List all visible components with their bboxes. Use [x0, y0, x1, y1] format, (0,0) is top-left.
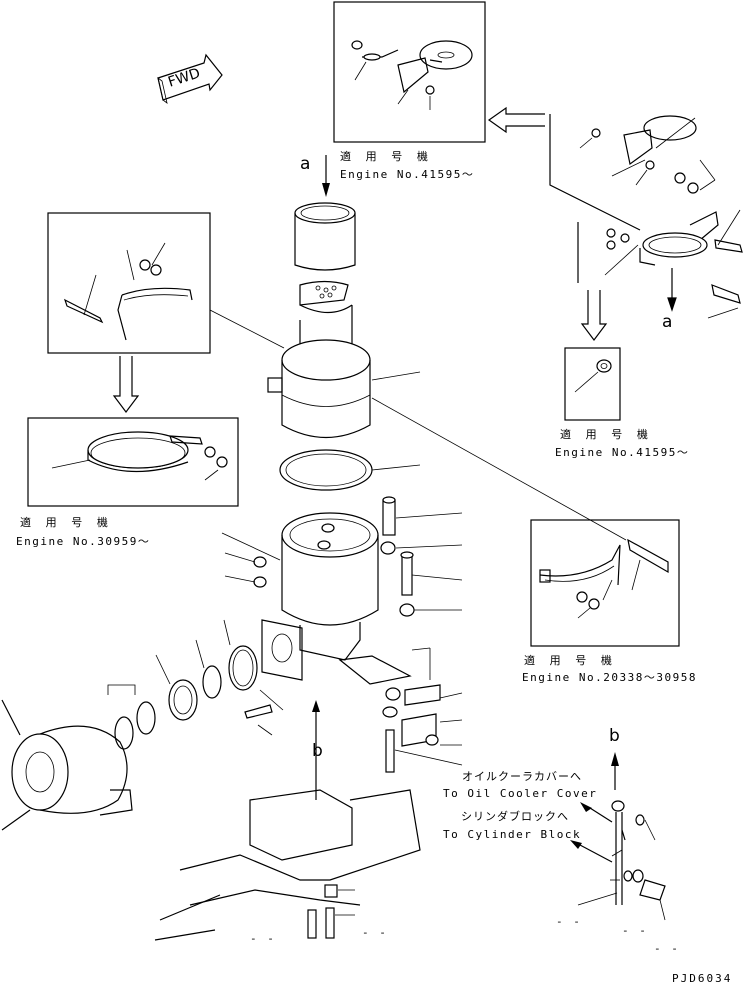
cleaner-top-cap	[267, 339, 421, 439]
applicable-label-top: 適 用 号 機	[340, 150, 432, 163]
bolt-set-right	[380, 496, 463, 617]
oil-cooler-label-jp: オイルクーラカバーへ	[462, 770, 582, 783]
turbocharger	[1, 699, 133, 831]
bolt-set-left	[221, 532, 281, 588]
engine-no-mid-right: Engine No.20338～30958	[522, 671, 697, 684]
inlet-couplings	[107, 619, 284, 750]
dash-mark-4: - -	[622, 924, 648, 937]
callout-a-top: a	[300, 154, 311, 174]
dash-mark-3: - -	[556, 915, 582, 928]
arrow-down-left	[112, 356, 140, 413]
engine-no-left: Engine No.30959～	[16, 535, 151, 548]
arrow-down-right	[580, 290, 608, 341]
gasket-ring	[279, 449, 421, 491]
callout-a-arrow	[322, 155, 330, 197]
applicable-label-mid-right: 適 用 号 機	[524, 654, 616, 667]
dash-mark-1: - -	[250, 932, 276, 945]
arrow-to-top-inset	[487, 106, 545, 134]
cylinder-block-label-en: To Cylinder Block	[443, 828, 582, 841]
cleaner-body	[261, 512, 412, 685]
inset-left-band	[47, 212, 211, 354]
inset-left-band-lower	[27, 417, 239, 507]
callout-a-right: a	[662, 312, 673, 332]
mount-parts	[382, 647, 463, 773]
callout-b-right: b	[609, 726, 620, 746]
inset-nut-box	[564, 347, 621, 421]
callout-b-arrow	[312, 700, 320, 800]
dash-mark-5: - -	[654, 942, 680, 955]
engine-no-right: Engine No.41595～	[555, 446, 690, 459]
dash-mark-2: - -	[362, 926, 388, 939]
drawing-code: PJD6034	[672, 972, 733, 985]
upper-tube	[294, 202, 356, 271]
callout-b-center: b	[312, 741, 323, 761]
inset-top	[333, 1, 486, 143]
engine-no-top: Engine No.41595～	[340, 168, 475, 181]
oil-cooler-label-en: To Oil Cooler Cover	[443, 787, 598, 800]
inset-mid-right	[530, 519, 680, 647]
applicable-label-right: 適 用 号 機	[560, 428, 652, 441]
applicable-label-left: 適 用 号 機	[20, 516, 112, 529]
fwd-arrow	[157, 53, 223, 104]
breather-pipe	[570, 752, 666, 921]
lower-frame	[154, 789, 421, 941]
inset-right-bracket	[549, 114, 743, 319]
cylinder-block-label-jp: シリンダブロックへ	[461, 810, 569, 823]
